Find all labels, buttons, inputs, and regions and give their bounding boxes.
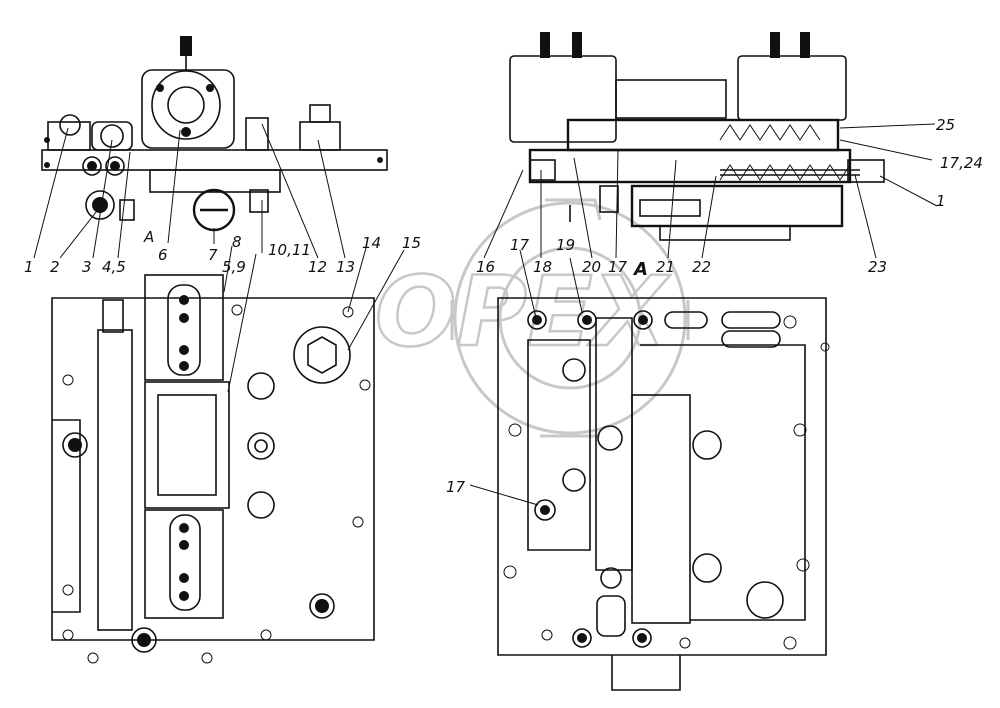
right-plan-view: [497, 297, 830, 691]
right-side-view: [509, 32, 885, 241]
callout-17-lower: 17: [446, 478, 466, 496]
callout-13: 13: [336, 258, 355, 276]
callout-2: 2: [50, 258, 60, 276]
callout-19: 19: [556, 236, 575, 254]
callout-A-left: A: [143, 228, 154, 246]
watermark-text: OPEX: [375, 256, 671, 368]
callout-16: 16: [476, 258, 495, 276]
callouts: 1 2 3 4,5 A 6 7 8 5,9 10,11 12 13 14 15 …: [24, 116, 983, 496]
left-plan-view: [51, 274, 375, 664]
callout-21: 21: [656, 258, 675, 276]
callout-1: 1: [24, 258, 34, 276]
callout-18: 18: [533, 258, 552, 276]
callout-14: 14: [362, 234, 381, 252]
callout-6: 6: [158, 246, 168, 264]
leader-lines: [33, 123, 938, 506]
callout-23: 23: [868, 258, 887, 276]
callout-25: 25: [936, 116, 955, 134]
callout-17-top: 17: [510, 236, 530, 254]
left-side-view: [41, 36, 388, 232]
callout-8: 8: [232, 233, 242, 251]
callout-3: 3: [82, 258, 92, 276]
callout-10-11: 10,11: [268, 241, 311, 259]
callout-5-9: 5,9: [222, 258, 246, 276]
callout-1-right: 1: [936, 192, 946, 210]
watermark: OPEX: [374, 198, 690, 438]
callout-17-24: 17,24: [940, 154, 983, 172]
callout-20: 20: [582, 258, 601, 276]
callout-15: 15: [402, 234, 421, 252]
callout-22: 22: [692, 258, 711, 276]
callout-7: 7: [208, 246, 218, 264]
callout-12: 12: [308, 258, 327, 276]
callout-17-mid: 17: [608, 258, 628, 276]
callout-4-5: 4,5: [102, 258, 126, 276]
callout-A-right: A: [632, 259, 648, 280]
